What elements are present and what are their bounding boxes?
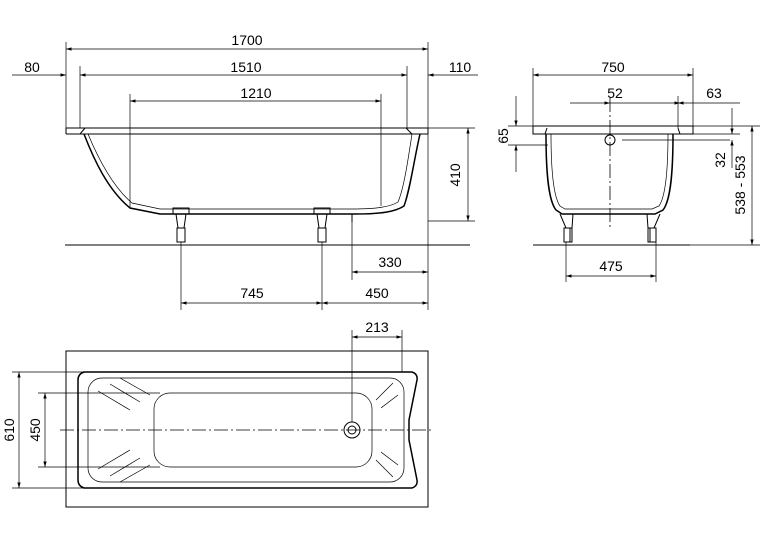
dim-end-drain-height: 32 bbox=[712, 152, 728, 168]
side-tub-body bbox=[83, 133, 421, 215]
end-view: 750 52 63 65 32 538 - 553 475 bbox=[495, 59, 760, 282]
dim-end-rim-width: 63 bbox=[706, 85, 722, 101]
dim-side-drain-offset: 330 bbox=[378, 254, 402, 270]
side-foot-left bbox=[172, 207, 190, 243]
dim-side-total-length: 1700 bbox=[231, 32, 262, 48]
dim-end-drain-offset: 52 bbox=[607, 85, 623, 101]
dim-side-bottom-length: 1210 bbox=[240, 85, 271, 101]
dim-side-inner-length: 1510 bbox=[230, 59, 261, 75]
dim-side-left-rim: 80 bbox=[24, 59, 40, 75]
plan-outer-rim bbox=[65, 350, 429, 508]
dim-side-foot-offset: 450 bbox=[365, 285, 389, 301]
dim-side-feet-spacing: 745 bbox=[240, 285, 264, 301]
dim-plan-bottom-width: 450 bbox=[27, 418, 43, 442]
dim-end-rim-height: 65 bbox=[495, 128, 511, 144]
plan-view: 213 610 450 bbox=[1, 319, 434, 508]
dim-plan-total-width: 610 bbox=[1, 418, 17, 442]
side-view: 1700 80 1510 110 1210 410 330 745 450 bbox=[12, 32, 478, 310]
dim-plan-drain-offset: 213 bbox=[365, 319, 389, 335]
side-drain bbox=[345, 213, 353, 222]
side-foot-right bbox=[313, 207, 331, 243]
dim-end-total-height: 538 - 553 bbox=[732, 155, 748, 214]
dim-end-feet-width: 475 bbox=[599, 258, 623, 274]
dim-side-right-rim: 110 bbox=[449, 59, 472, 75]
plan-inner-edge bbox=[77, 371, 418, 489]
dim-side-depth: 410 bbox=[447, 163, 463, 187]
end-tub-body bbox=[545, 133, 674, 215]
dim-end-width: 750 bbox=[601, 59, 625, 75]
